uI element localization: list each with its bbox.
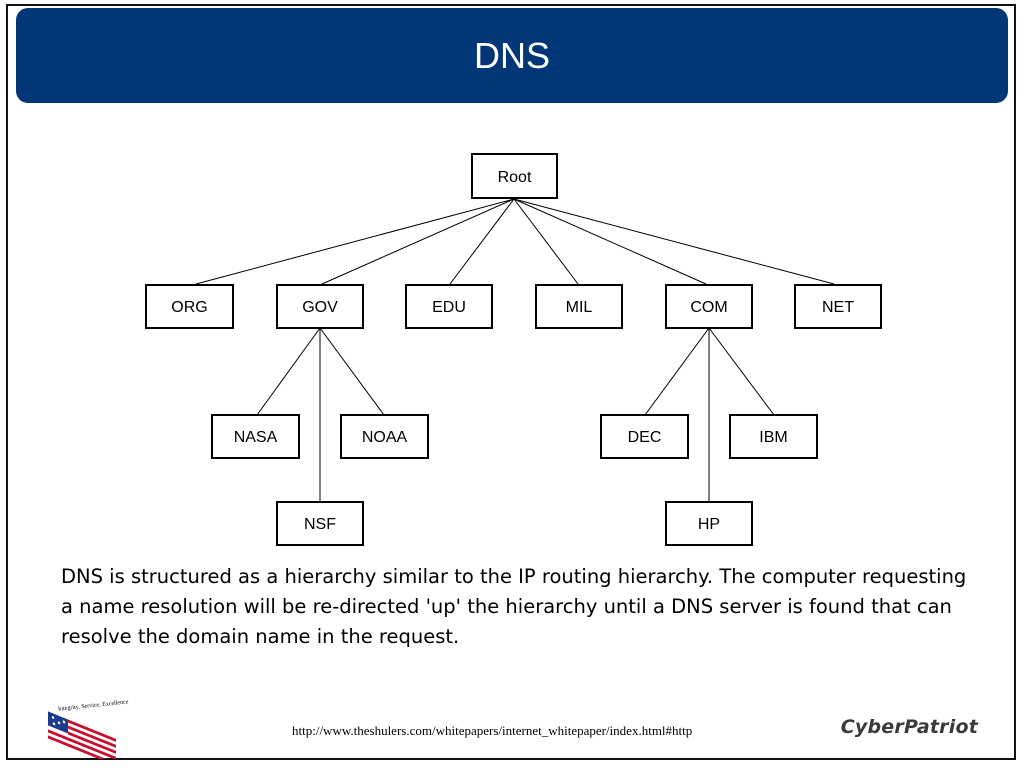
node-dec: DEC <box>600 414 689 459</box>
node-nasa-label: NASA <box>234 429 278 446</box>
node-org-label: ORG <box>171 299 207 316</box>
title-bar: DNS <box>16 8 1008 103</box>
node-net: NET <box>794 284 882 329</box>
edge-com-ibm <box>708 327 775 416</box>
node-gov: GOV <box>276 284 364 329</box>
node-ibm-label: IBM <box>759 429 787 446</box>
node-hp-label: HP <box>698 516 720 533</box>
node-noaa-label: NOAA <box>362 429 408 446</box>
node-ibm: IBM <box>729 414 818 459</box>
node-net-label: NET <box>822 299 854 316</box>
slide-frame <box>6 4 1016 760</box>
edge-com-dec <box>644 327 710 416</box>
node-com-label: COM <box>690 299 727 316</box>
node-hp: HP <box>665 501 753 546</box>
source-url: http://www.theshulers.com/whitepapers/in… <box>292 723 693 738</box>
edge-root-edu <box>449 198 515 285</box>
edge-root-net <box>513 198 835 285</box>
node-org: ORG <box>145 284 234 329</box>
brand-logo-text: CyberPatriot <box>840 716 978 738</box>
edge-gov-noaa <box>319 327 385 416</box>
edge-root-com <box>513 198 707 285</box>
node-nsf-label: NSF <box>304 516 336 533</box>
node-edu-label: EDU <box>432 299 466 316</box>
slide-body-text: DNS is structured as a hierarchy similar… <box>61 565 967 648</box>
node-mil: MIL <box>535 284 623 329</box>
node-noaa: NOAA <box>340 414 429 459</box>
node-com: COM <box>665 284 753 329</box>
node-root: Root <box>471 153 558 199</box>
edge-root-gov <box>321 198 515 285</box>
node-gov-label: GOV <box>302 299 338 316</box>
edge-gov-nasa <box>256 327 321 416</box>
node-edu: EDU <box>405 284 493 329</box>
node-root-label: Root <box>498 169 532 186</box>
node-nasa: NASA <box>211 414 300 459</box>
node-mil-label: MIL <box>566 299 593 316</box>
edge-root-mil <box>513 198 579 285</box>
node-nsf: NSF <box>276 501 364 546</box>
flag-logo-icon <box>48 711 116 759</box>
edge-root-org <box>195 198 515 285</box>
slide-title: DNS <box>473 34 550 76</box>
node-dec-label: DEC <box>628 429 662 446</box>
